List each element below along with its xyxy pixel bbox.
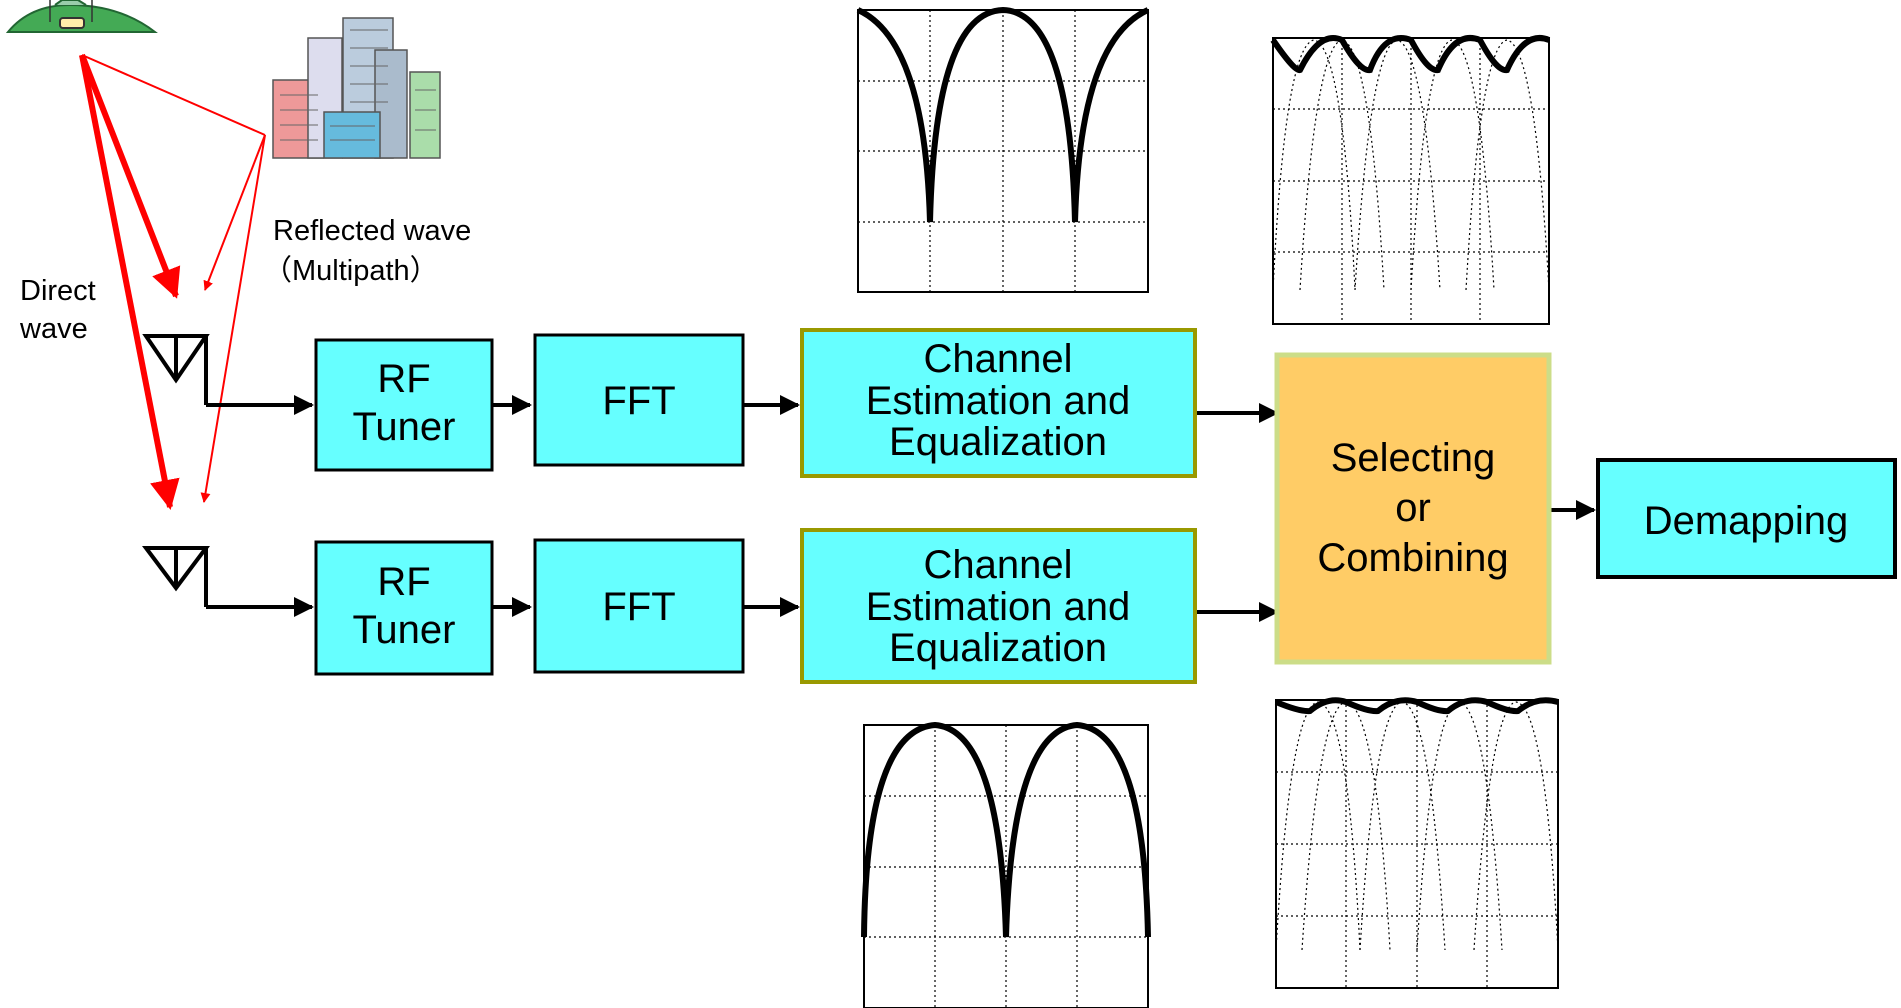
direct-wave-label-line2: wave xyxy=(19,313,88,345)
demapping-block: Demapping xyxy=(1596,458,1897,579)
fft-block-2: FFT xyxy=(533,538,745,674)
antenna-icon xyxy=(142,546,210,607)
reflected-wave-label-line1: Reflected wave xyxy=(273,215,471,247)
channel-est-1-line1: Channel xyxy=(923,337,1072,381)
spectrum-plot-lower-left xyxy=(861,721,1151,1008)
rf-tuner-1-line1: RF xyxy=(377,357,430,401)
rf-tuner-block-1: RF Tuner xyxy=(314,338,494,472)
reflected-wave-paths xyxy=(81,54,266,503)
fft-1-label: FFT xyxy=(602,379,675,423)
transmitter-icon xyxy=(5,0,158,33)
rf-tuner-2-line2: Tuner xyxy=(352,608,455,652)
channel-est-2-line2: Estimation and xyxy=(866,585,1131,629)
channel-est-2-line1: Channel xyxy=(923,543,1072,587)
demapping-label: Demapping xyxy=(1644,499,1849,543)
connectors xyxy=(206,395,1596,622)
spectrum-plot-upper-right xyxy=(1270,35,1551,325)
selecting-line3: Combining xyxy=(1317,536,1508,580)
selecting-combining-block: Selecting or Combining xyxy=(1274,352,1552,665)
channel-estimation-block-2: Channel Estimation and Equalization xyxy=(800,528,1197,684)
fft-2-label: FFT xyxy=(602,585,675,629)
fft-block-1: FFT xyxy=(533,333,745,467)
rf-tuner-block-2: RF Tuner xyxy=(314,540,494,676)
rf-tuner-1-line2: Tuner xyxy=(352,405,455,449)
spectrum-plot-upper-left xyxy=(856,6,1150,293)
antenna-icon xyxy=(142,334,210,405)
rf-tuner-2-line1: RF xyxy=(377,560,430,604)
spectrum-plot-lower-right xyxy=(1274,697,1559,989)
channel-est-1-line3: Equalization xyxy=(889,420,1107,464)
channel-est-2-line3: Equalization xyxy=(889,626,1107,670)
selecting-line1: Selecting xyxy=(1331,436,1496,480)
channel-est-1-line2: Estimation and xyxy=(866,379,1131,423)
direct-wave-label-line1: Direct xyxy=(20,275,96,307)
reflected-wave-label-line2: （Multipath） xyxy=(263,255,439,287)
channel-estimation-block-1: Channel Estimation and Equalization xyxy=(800,328,1197,478)
buildings-icon xyxy=(272,17,441,159)
selecting-line2: or xyxy=(1395,486,1431,530)
direct-wave-paths xyxy=(79,53,181,510)
